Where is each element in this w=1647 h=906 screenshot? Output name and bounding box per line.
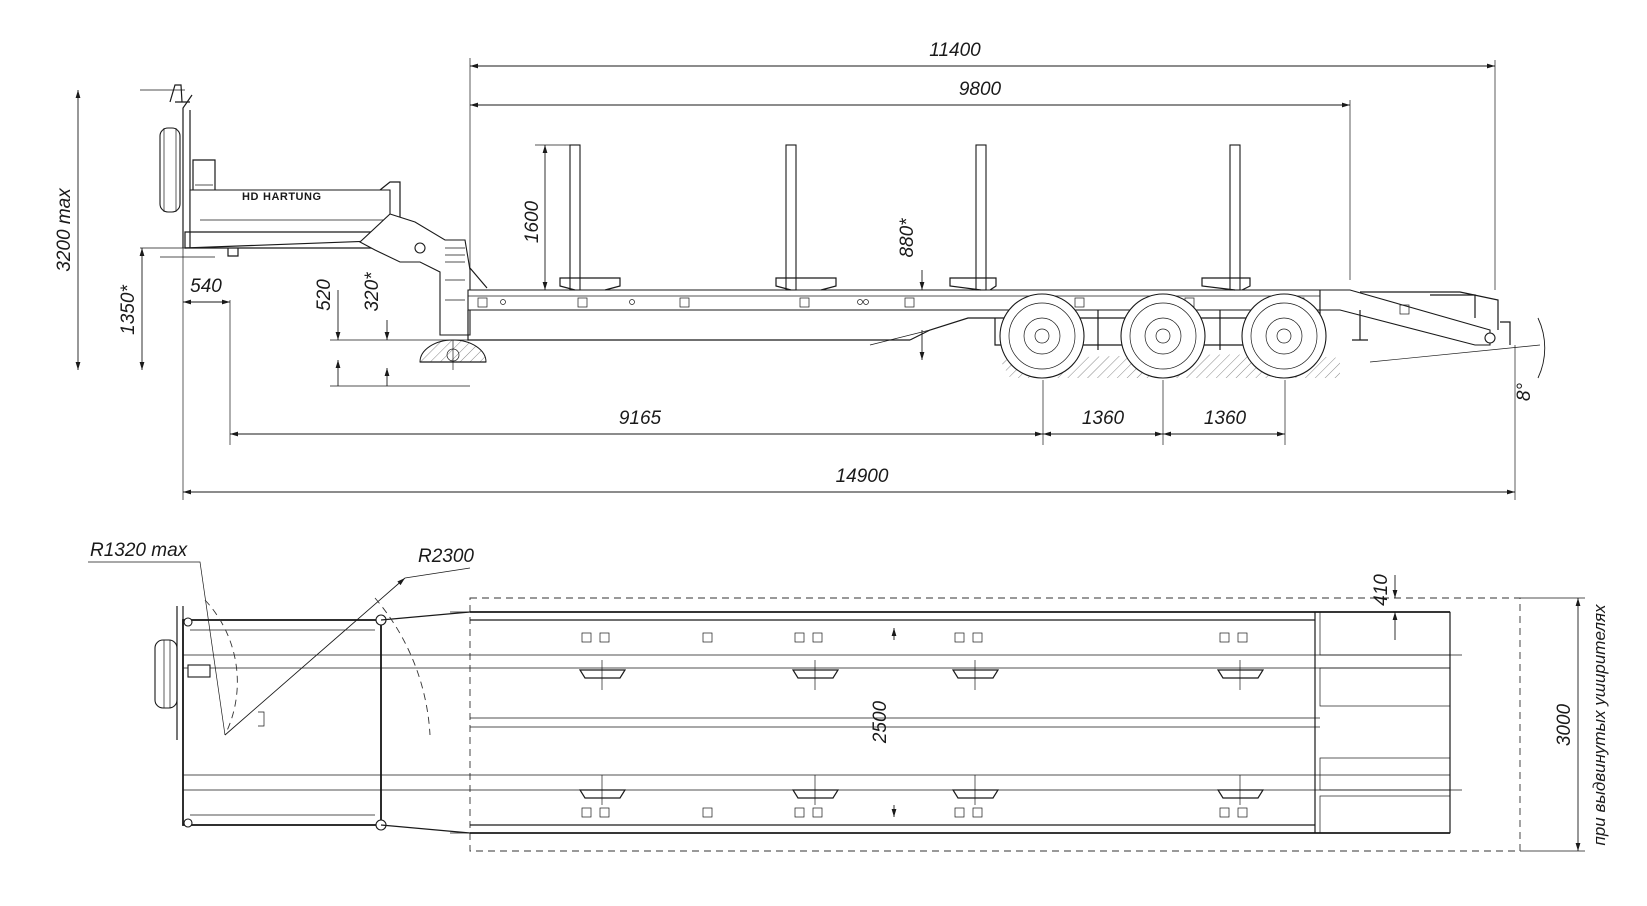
stake-pocket-2 <box>791 632 840 818</box>
axle-group <box>994 293 1327 379</box>
dim-overall-length: 14900 <box>836 466 889 487</box>
dim-width: 2500 <box>870 700 891 744</box>
gooseneck <box>159 84 488 336</box>
dim-gooseneck-depth: 520 <box>314 279 335 311</box>
dim-ramp-angle: 8° <box>1514 383 1535 402</box>
dim-kingpin-to-axle: 9165 <box>619 408 662 429</box>
stanchions <box>559 144 1251 291</box>
plan-gooseneck <box>154 606 471 834</box>
dim-overall-height: 3200 max <box>54 187 75 272</box>
stake-pockets <box>578 628 1265 818</box>
stake-pocket-4 <box>1216 632 1265 818</box>
plan-deck <box>470 611 1462 834</box>
side-dimensions: 11400 9800 9165 1360 1360 14900 3200 max… <box>54 40 1546 500</box>
dim-front-overhang: 540 <box>190 276 222 297</box>
rear-ramp <box>1319 289 1511 346</box>
side-view: HD HARTUNG 11400 9800 9165 1360 1360 <box>54 40 1546 500</box>
dim-swing-radius-front: R1320 max <box>90 540 189 561</box>
wheel-2 <box>1120 293 1206 379</box>
wheel-1 <box>999 293 1085 379</box>
dim-extended-width: 3000 <box>1554 703 1575 746</box>
dim-swing-radius-rear: R2300 <box>418 546 474 567</box>
stake-pocket-1 <box>578 632 627 818</box>
plan-dimensions: R1320 max R2300 2500 3000 при выдвинутых… <box>88 540 1609 852</box>
main-deck <box>467 289 1321 360</box>
dim-axle-spacing-2: 1360 <box>1204 408 1247 429</box>
dim-axle-spacing-1: 1360 <box>1082 408 1125 429</box>
dim-deck-height-front: 320* <box>362 272 383 312</box>
dim-extension: 410 <box>1371 574 1392 606</box>
brand-logo: HD HARTUNG <box>242 191 322 203</box>
dim-deck-height-rear: 880* <box>897 218 918 258</box>
dim-coupling-height: 1350* <box>118 285 139 335</box>
brand-logo-mark: HD <box>242 191 259 203</box>
stake-pocket-3 <box>951 632 1000 818</box>
wheel-3 <box>1241 293 1327 379</box>
plan-view: R1320 max R2300 2500 3000 при выдвинутых… <box>88 540 1609 852</box>
dim-platform-length: 9800 <box>959 79 1002 100</box>
brand-name: HARTUNG <box>263 191 322 203</box>
extended-width-outline <box>469 597 1521 852</box>
dim-deck-length: 11400 <box>929 40 981 61</box>
dim-stanchion-height: 1600 <box>522 200 543 243</box>
dim-extended-width-note: при выдвинутых уширителях <box>1590 604 1609 846</box>
